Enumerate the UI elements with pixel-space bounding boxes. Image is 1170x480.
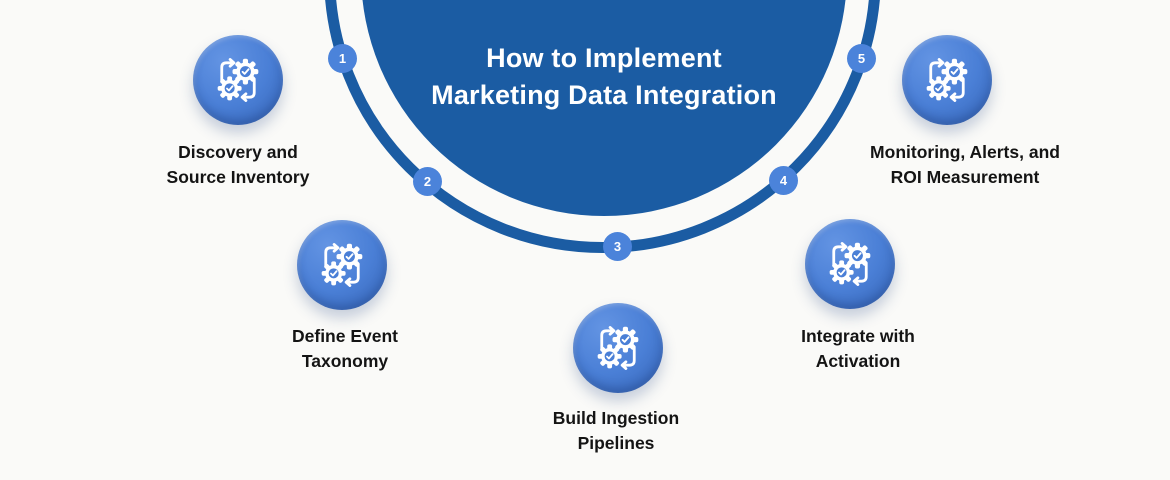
step-3-icon-badge xyxy=(573,303,663,393)
step-1-label-line-1: Discovery and xyxy=(178,142,298,162)
step-1-icon-badge xyxy=(193,35,283,125)
step-1-label-line-2: Source Inventory xyxy=(166,167,310,187)
step-4-label-line-2: Activation xyxy=(815,351,901,371)
step-2-label-line-2: Taxonomy xyxy=(301,351,389,371)
step-2-label-line-1: Define Event xyxy=(292,326,398,346)
step-5-label-line-1: Monitoring, Alerts, and xyxy=(870,142,1060,162)
step-3-number-badge: 3 xyxy=(603,232,632,261)
gears-sync-icon xyxy=(592,322,644,374)
step-4-label: Integrate with Activation xyxy=(718,324,998,374)
title-line-1: How to Implement xyxy=(486,43,722,73)
gears-sync-icon xyxy=(824,238,876,290)
infographic-title: How to Implement Marketing Data Integrat… xyxy=(374,40,834,114)
hero-circle xyxy=(362,0,846,216)
step-2-label: Define Event Taxonomy xyxy=(205,324,485,374)
step-5-label-line-2: ROI Measurement xyxy=(890,167,1040,187)
step-4-number-badge: 4 xyxy=(769,166,798,195)
step-5-number-badge: 5 xyxy=(847,44,876,73)
step-2-number-badge: 2 xyxy=(413,167,442,196)
title-line-2: Marketing Data Integration xyxy=(431,80,777,110)
step-3-label: Build Ingestion Pipelines xyxy=(476,406,756,456)
step-1-label: Discovery and Source Inventory xyxy=(98,140,378,190)
arc-ring xyxy=(325,0,880,253)
step-5-icon-badge xyxy=(902,35,992,125)
gears-sync-icon xyxy=(921,54,973,106)
step-3-label-line-2: Pipelines xyxy=(577,433,655,453)
step-5-label: Monitoring, Alerts, and ROI Measurement xyxy=(825,140,1105,190)
step-3-label-line-1: Build Ingestion xyxy=(552,408,680,428)
step-1-number-badge: 1 xyxy=(328,44,357,73)
step-2-icon-badge xyxy=(297,220,387,310)
step-4-icon-badge xyxy=(805,219,895,309)
gears-sync-icon xyxy=(212,54,264,106)
step-4-label-line-1: Integrate with xyxy=(801,326,915,346)
gears-sync-icon xyxy=(316,239,368,291)
